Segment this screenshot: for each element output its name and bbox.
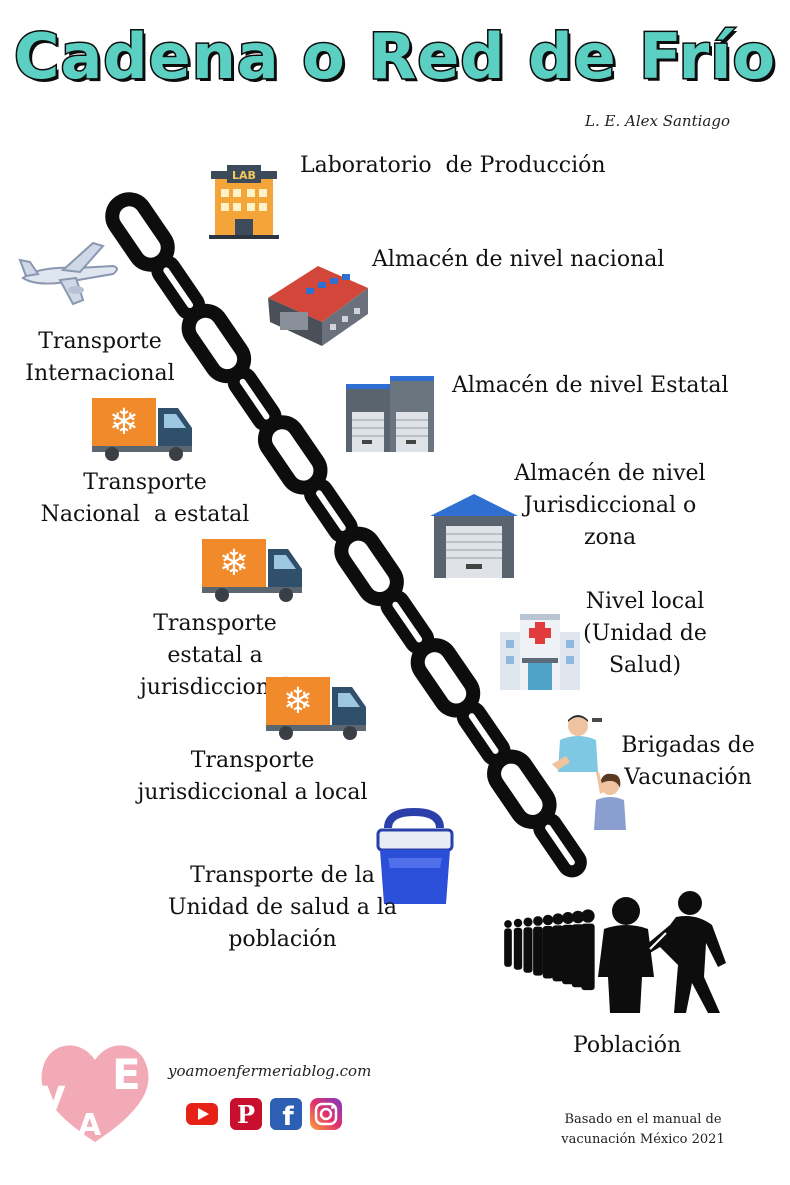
node-brigadas-label: Brigadas de Vacunación — [621, 733, 755, 790]
svg-text:LAB: LAB — [232, 169, 256, 182]
vaccine-cooler-icon — [376, 807, 454, 904]
svg-text:P: P — [237, 1100, 255, 1129]
author-signature: L. E. Alex Santiago — [585, 112, 730, 130]
svg-text:f: f — [282, 1102, 294, 1132]
logo-letter-y: y — [40, 1072, 67, 1118]
vaccination-brigade-icon — [552, 715, 626, 830]
person-head — [562, 912, 574, 924]
pinterest-icon[interactable]: P — [230, 1098, 262, 1130]
person-body — [504, 928, 512, 967]
person-head — [581, 909, 595, 923]
refrigerated-truck-icon-3: ❄ — [266, 677, 366, 740]
airplane-icon — [18, 241, 118, 306]
person-head — [542, 914, 554, 926]
svg-text:❄: ❄ — [109, 402, 139, 443]
laboratory-icon: LAB — [209, 165, 279, 239]
transport-nacional-estatal-label: Transporte Nacional a estatal — [40, 470, 250, 527]
transport-estatal-jurisdiccional-label: Transporte estatal a jurisdiccional — [139, 611, 291, 700]
logo-letter-a: A — [78, 1108, 102, 1143]
person-body — [581, 923, 595, 991]
state-warehouse-icon — [346, 376, 434, 452]
person-head — [571, 910, 585, 924]
instagram-icon[interactable] — [310, 1098, 342, 1130]
person-head — [552, 913, 564, 925]
refrigerated-truck-icon-1: ❄ — [92, 398, 192, 461]
person-body — [513, 927, 523, 970]
svg-text:❄: ❄ — [283, 681, 313, 722]
transport-unidad-poblacion-label: Transporte de la Unidad de salud a la po… — [167, 863, 398, 952]
person-body — [533, 926, 543, 976]
transport-internacional-label: Transporte Internacional — [25, 329, 175, 386]
svg-text:❄: ❄ — [219, 543, 249, 584]
person-body — [523, 927, 533, 973]
node-local-label: Nivel local (Unidad de Salud) — [583, 589, 707, 678]
population-icon — [504, 891, 726, 1013]
node-poblacion-label: Población — [573, 1033, 682, 1058]
person-body — [552, 925, 564, 982]
blog-logo — [41, 1045, 149, 1142]
refrigerated-truck-icon-2: ❄ — [202, 539, 302, 602]
source-note: Basado en el manual de vacunación México… — [561, 1112, 725, 1147]
node-jurisdiccional-label: Almacén de nivel Jurisdiccional o zona — [514, 461, 706, 550]
person-body — [542, 926, 554, 979]
jurisdictional-warehouse-icon — [430, 494, 518, 578]
node-nacional-label: Almacén de nivel nacional — [372, 247, 665, 272]
website-link[interactable]: yoamoenfermeriablog.com — [168, 1062, 372, 1080]
person-body — [571, 924, 585, 988]
person-body — [562, 924, 574, 985]
chain-link — [533, 812, 587, 878]
person-head — [513, 918, 523, 928]
page-title: Cadena o Red de Frío — [12, 19, 777, 95]
health-unit-icon — [500, 614, 580, 690]
transport-jurisdiccional-local-label: Transporte jurisdiccional a local — [137, 748, 368, 805]
person-head — [504, 920, 512, 928]
logo-letter-e: E — [112, 1050, 141, 1099]
facebook-icon[interactable]: f — [270, 1098, 302, 1132]
national-warehouse-icon — [268, 266, 368, 346]
youtube-icon[interactable] — [186, 1099, 218, 1129]
population-queue — [504, 909, 595, 991]
node-lab-label: Laboratorio de Producción — [300, 153, 606, 178]
person-head — [533, 916, 543, 926]
chain-links — [105, 192, 587, 878]
person-head — [523, 917, 533, 927]
node-estatal-label: Almacén de nivel Estatal — [452, 373, 729, 398]
